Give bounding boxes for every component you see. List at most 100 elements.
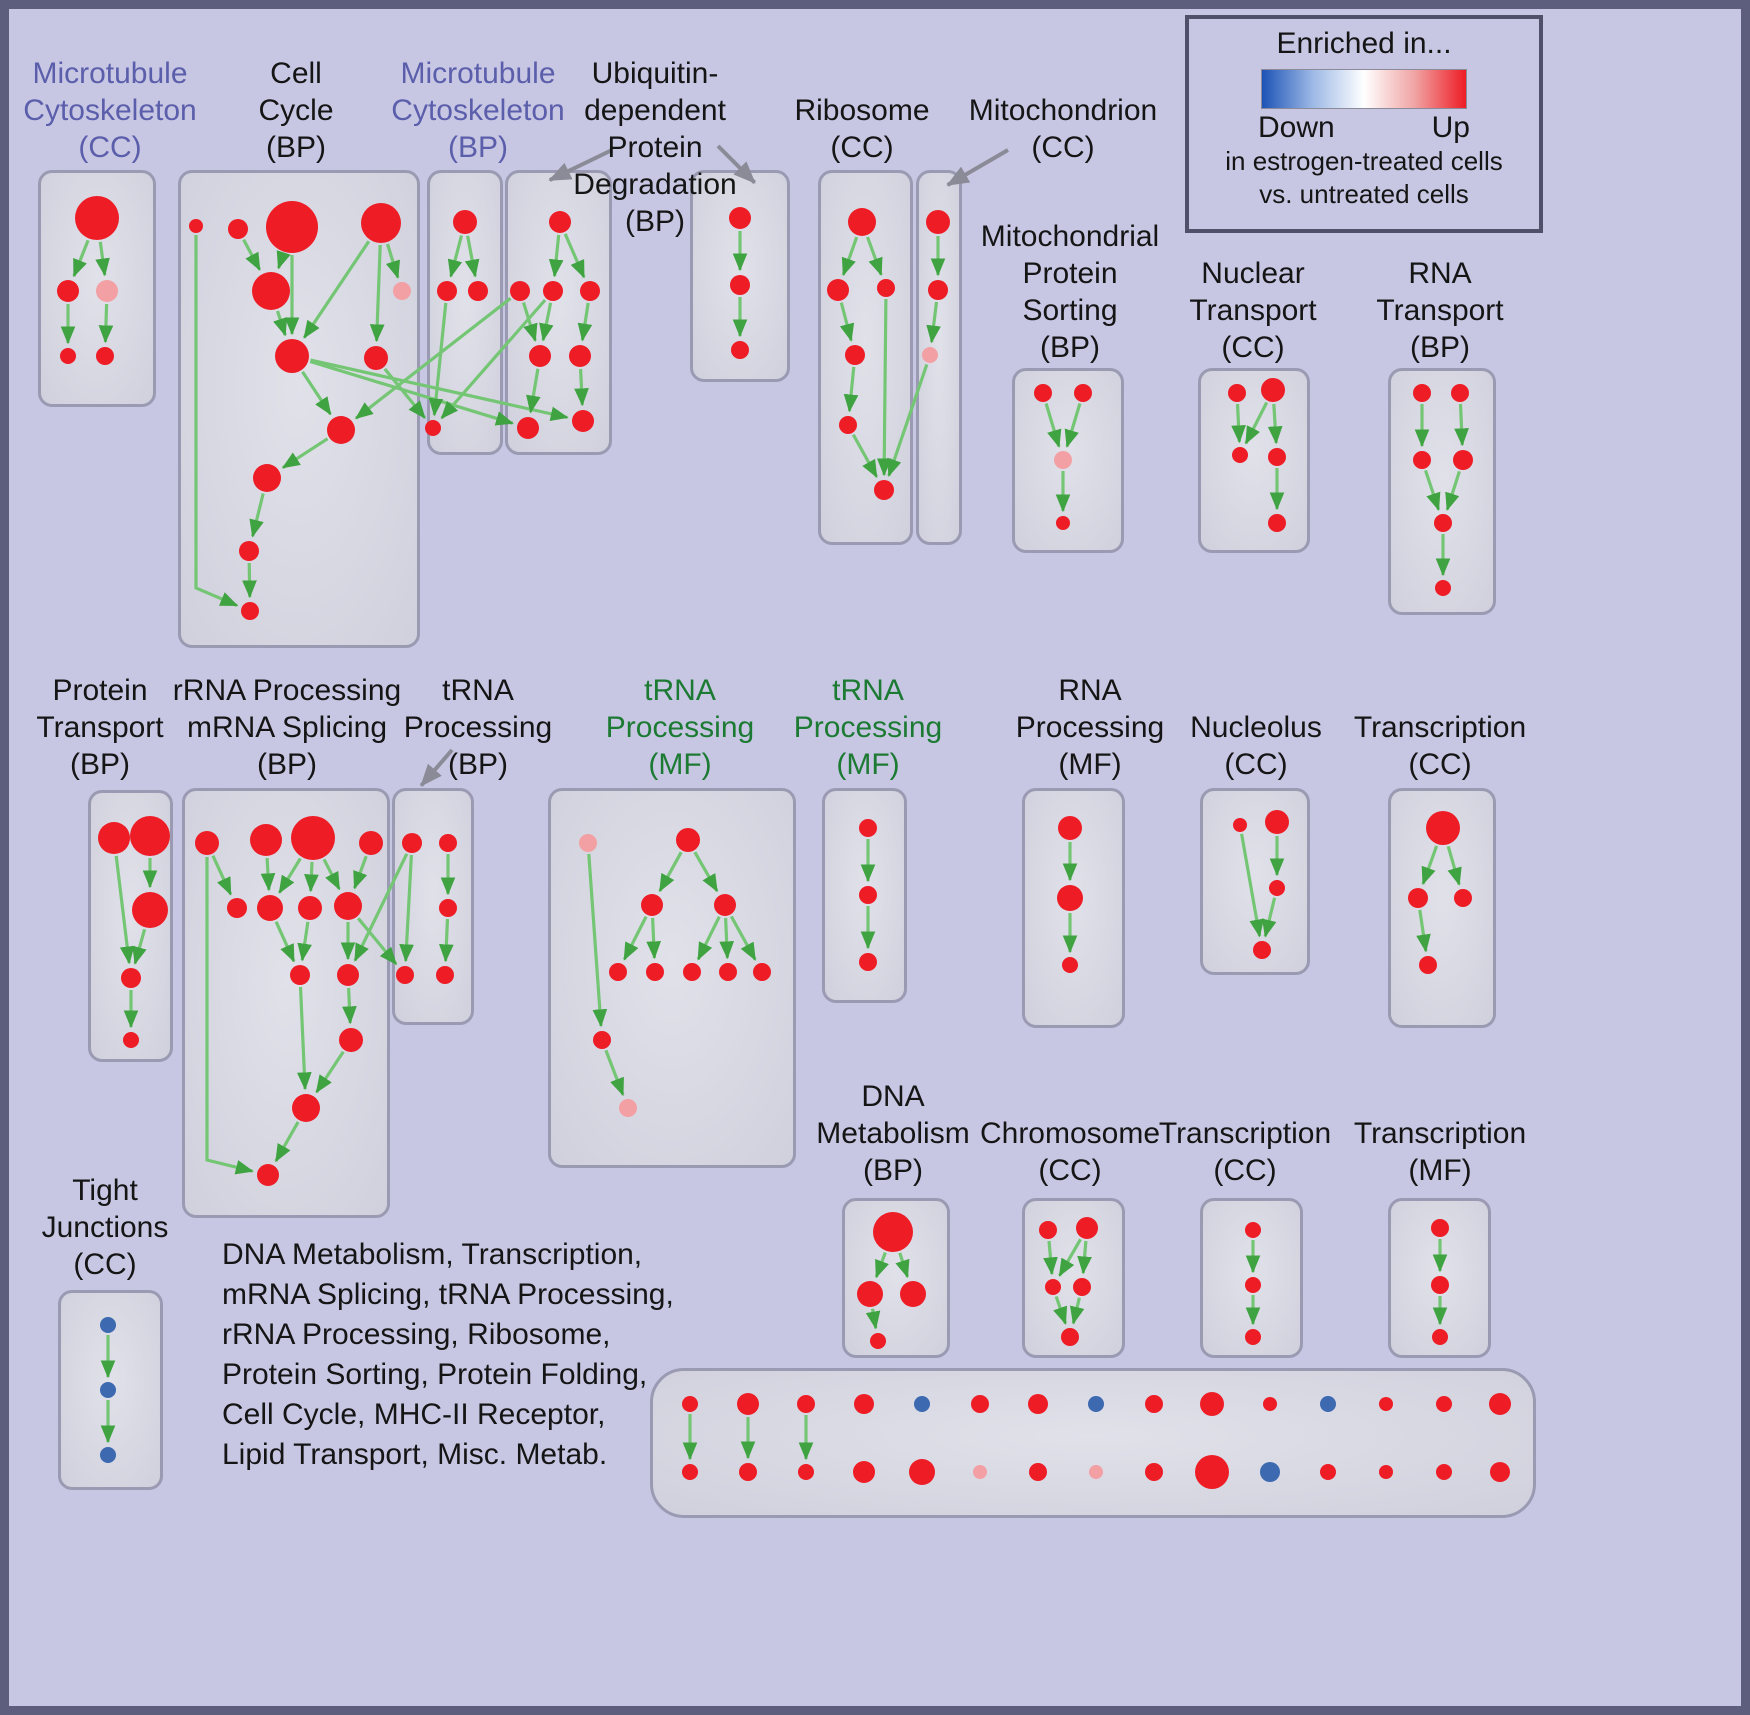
- node-g10: [337, 964, 359, 986]
- edge-z3-z5: [1053, 1295, 1068, 1325]
- node-s4t: [854, 1394, 874, 1414]
- edge-g3-g8: [322, 858, 341, 891]
- node-c4: [361, 203, 401, 243]
- node-g2: [250, 824, 282, 856]
- edge-g2-g6: [260, 857, 276, 892]
- node-e2: [1451, 384, 1469, 402]
- node-r5: [839, 416, 857, 434]
- node-z5: [1061, 1328, 1079, 1346]
- edge-g1-g5: [211, 855, 233, 896]
- node-k3: [859, 953, 877, 971]
- edge-g12-g13: [274, 1121, 300, 1163]
- edge-y2-y4: [1416, 909, 1431, 953]
- node-s14t: [1436, 1396, 1452, 1412]
- edge-u2-u5: [521, 302, 538, 342]
- edge-c10-c11: [249, 493, 265, 538]
- node-w1: [926, 210, 950, 234]
- legend-subtitle-2: vs. untreated cells: [1259, 179, 1469, 209]
- node-s12t: [1320, 1396, 1336, 1412]
- edge-i10-i11: [604, 1049, 625, 1097]
- node-f5: [123, 1032, 139, 1048]
- edge-m0-m1: [447, 235, 464, 278]
- node-d1: [873, 1212, 913, 1252]
- panel-bottom-strip: [650, 1368, 1536, 1518]
- node-f3: [132, 892, 168, 928]
- node-d4: [870, 1333, 886, 1349]
- node-w3: [922, 347, 938, 363]
- legend-ends-row: Down Up: [1258, 111, 1470, 145]
- node-n4: [1268, 448, 1286, 466]
- node-c10: [253, 464, 281, 492]
- node-n2: [1261, 378, 1285, 402]
- label-rna-transport-bp: RNA Transport (BP): [1376, 257, 1504, 364]
- node-f4: [121, 968, 141, 988]
- node-g3: [291, 816, 335, 860]
- label-ribosome-cc: Ribosome (CC): [794, 94, 930, 164]
- node-s10t: [1200, 1392, 1224, 1416]
- edge-y1-y3: [1446, 845, 1462, 886]
- node-n5: [1268, 514, 1286, 532]
- node-s13b: [1379, 1465, 1393, 1479]
- node-u8: [572, 410, 594, 432]
- node-k2: [859, 886, 877, 904]
- node-t1: [1245, 1222, 1261, 1238]
- node-e3: [1413, 451, 1431, 469]
- node-u2: [510, 281, 530, 301]
- edge-i4-i7: [696, 915, 721, 961]
- edge-g4-g8: [352, 855, 368, 890]
- node-i4: [714, 894, 736, 916]
- edge-n2-n3: [1244, 401, 1269, 445]
- node-i8: [719, 963, 737, 981]
- node-h3: [396, 966, 414, 984]
- node-y3: [1454, 889, 1472, 907]
- edge-c4-c7: [302, 240, 371, 339]
- node-j3: [100, 1447, 116, 1463]
- node-j1: [100, 1317, 116, 1333]
- legend-gradient-bar: [1261, 69, 1467, 109]
- node-f1: [98, 822, 130, 854]
- label-mitochondrial-protein-sorting-bp: Mitochondrial Protein Sorting (BP): [980, 220, 1160, 364]
- label-mitochondrion-cc: Mitochondrion (CC): [968, 94, 1158, 164]
- node-g13: [257, 1164, 279, 1186]
- node-f2: [130, 816, 170, 856]
- label-microtubule-cytoskeleton-bp: Microtubule Cytoskeleton (BP): [391, 57, 565, 164]
- node-c11: [239, 541, 259, 561]
- edge-c8-m3: [383, 367, 427, 419]
- node-h2: [439, 834, 457, 852]
- edge-w2-w3: [926, 301, 941, 344]
- node-z3: [1045, 1279, 1061, 1295]
- edge-h1-h3: [399, 854, 414, 963]
- annotation-arrow-1: [716, 144, 757, 185]
- node-s1b: [682, 1464, 698, 1480]
- node-c1: [189, 219, 203, 233]
- edge-a3-a5: [98, 303, 114, 344]
- node-g7: [298, 896, 322, 920]
- node-s2t: [737, 1393, 759, 1415]
- edge-m0-m2: [464, 235, 480, 278]
- node-t3: [1245, 1329, 1261, 1345]
- edge-g7-g9: [297, 921, 312, 962]
- label-microtubule-cytoskeleton-cc: Microtubule Cytoskeleton (CC): [23, 57, 197, 164]
- node-s11b: [1260, 1462, 1280, 1482]
- edge-y1-y2: [1421, 845, 1439, 886]
- node-i5: [609, 963, 627, 981]
- edge-q1-q3: [1044, 403, 1062, 448]
- node-l3: [1062, 957, 1078, 973]
- panel-trna-bp: [392, 788, 474, 1025]
- label-ubiquitin-dependent-protein-degradation-bp: Ubiquitin- dependent Protein Degradation…: [573, 57, 737, 238]
- node-c12: [241, 602, 259, 620]
- misc-categories-text: DNA Metabolism, Transcription, mRNA Spli…: [222, 1238, 674, 1471]
- node-s7t: [1028, 1394, 1048, 1414]
- edge-g10-g11: [342, 987, 357, 1025]
- edge-n2-n4: [1267, 403, 1283, 445]
- edge-g6-g9: [274, 921, 296, 963]
- node-m3: [425, 420, 441, 436]
- edge-c4-c6: [385, 243, 401, 279]
- edge-c2-c5: [242, 238, 262, 271]
- node-g8: [334, 892, 362, 920]
- edge-f3-f4: [132, 928, 147, 965]
- label-cell-cycle-bp: Cell Cycle (BP): [258, 57, 334, 164]
- edge-a1-a2: [72, 239, 90, 278]
- node-w2: [928, 280, 948, 300]
- legend-title: Enriched in...: [1276, 27, 1452, 60]
